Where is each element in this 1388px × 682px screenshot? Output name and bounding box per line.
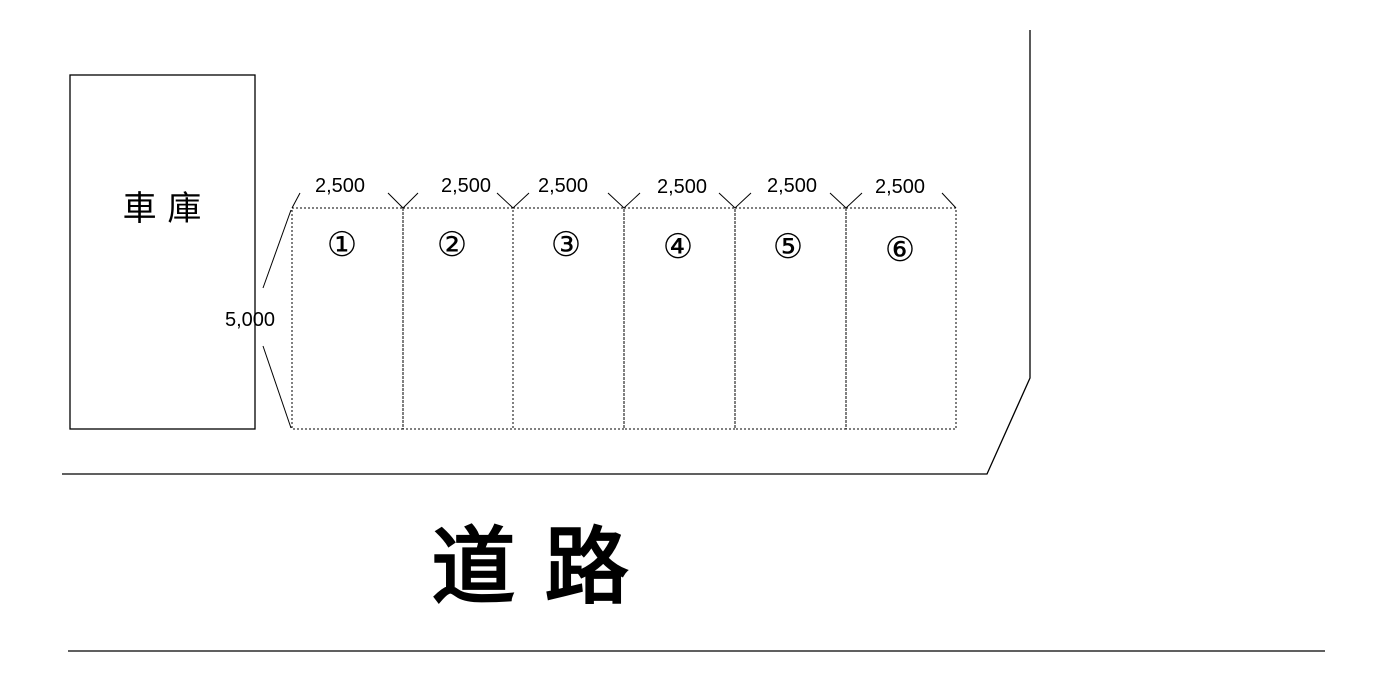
depth-dimension: 5,000 (225, 309, 275, 331)
depth-dimension-leaders (262, 209, 292, 429)
road-label: 道 路 (431, 518, 629, 616)
garage-box (69, 74, 256, 430)
parking-space-5 (734, 207, 847, 430)
space-number-1: ① (327, 225, 357, 265)
garage-label: 車 庫 (123, 189, 202, 229)
width-leader-1 (291, 192, 301, 209)
width-leader-5 (718, 192, 752, 209)
space-number-6: ⑥ (885, 230, 915, 270)
width-dimension-3: 2,500 (538, 175, 588, 197)
space-number-3: ③ (551, 225, 581, 265)
width-dimension-4: 2,500 (657, 176, 707, 198)
space-number-5: ⑤ (773, 227, 803, 267)
site-boundary (62, 30, 1031, 475)
parking-spaces (291, 207, 957, 430)
width-dimension-6: 2,500 (875, 176, 925, 198)
width-dimension-2: 2,500 (441, 175, 491, 197)
width-leader-4 (607, 192, 641, 209)
width-leader-3 (496, 192, 530, 209)
width-leader-7 (941, 192, 957, 209)
width-dimension-leaders (291, 192, 957, 209)
space-number-2: ② (437, 225, 467, 265)
width-leader-6 (829, 192, 863, 209)
parking-space-6 (845, 207, 957, 430)
parking-space-1 (291, 207, 404, 430)
width-dimension-1: 2,500 (315, 175, 365, 197)
width-leader-2 (387, 192, 419, 209)
space-number-4: ④ (663, 227, 693, 267)
width-dimension-5: 2,500 (767, 175, 817, 197)
